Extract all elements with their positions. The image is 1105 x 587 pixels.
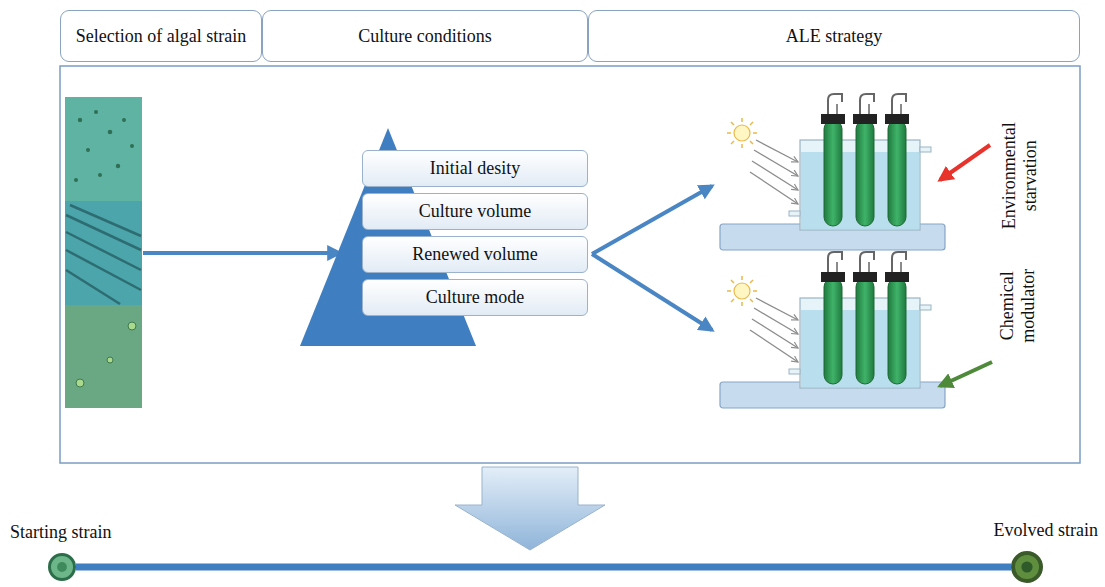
content-frame: [60, 66, 1080, 463]
strain-cell: Evolved strain: [1011, 551, 1043, 583]
cell-shape: [1011, 551, 1043, 583]
section-header: Culture conditions: [262, 10, 588, 62]
strategy-label: Chemical modulator: [997, 257, 1038, 353]
condition-box: Initial desity: [362, 150, 588, 187]
illustration-part: [66, 205, 141, 304]
pointer-arrow: [940, 362, 992, 386]
flow-arrow: [143, 251, 340, 255]
illustration-part: [98, 173, 102, 177]
illustration-part: [94, 110, 98, 114]
illustration-part: [65, 305, 142, 408]
strain-label: Starting strain: [10, 522, 112, 543]
condition-text: Renewed volume: [412, 244, 537, 265]
illustration-part: [78, 118, 82, 122]
flow-arrow: [592, 254, 712, 330]
condition-text: Culture mode: [426, 287, 524, 308]
section-header: Selection of algal strain: [60, 10, 262, 62]
illustration-part: [76, 322, 136, 387]
header-text: Culture conditions: [358, 26, 492, 47]
header-text: Selection of algal strain: [76, 26, 246, 47]
evolution-line: [76, 564, 1011, 571]
illustration-part: [74, 178, 78, 182]
down-arrow: [455, 467, 605, 550]
illustration-part: [108, 130, 113, 135]
strain-cell: Starting strain: [48, 553, 76, 581]
algae-micrographs: [65, 97, 142, 408]
illustration-part: [130, 144, 134, 148]
condition-box: Culture volume: [362, 193, 588, 230]
illustration-part: [76, 379, 84, 387]
illustration-part: [66, 250, 141, 290]
illustration-part: [66, 270, 120, 304]
illustration-part: [107, 357, 113, 363]
illustration-part: [116, 164, 120, 168]
cell-shape: [48, 553, 76, 581]
cell-nucleus: [1021, 561, 1032, 572]
illustration-part: [128, 322, 136, 330]
condition-text: Culture volume: [419, 201, 531, 222]
cell-body: [1013, 553, 1041, 581]
illustration-part: [66, 232, 141, 270]
condition-box: Culture mode: [362, 279, 588, 316]
illustration-part: [122, 118, 126, 122]
illustration-part: [86, 148, 90, 152]
pointer-arrow: [940, 145, 990, 180]
flow-arrow: [592, 186, 712, 254]
illustration-part: [65, 97, 142, 201]
header-text: ALE strategy: [786, 26, 882, 47]
illustration-part: [65, 201, 142, 305]
illustration-part: [70, 205, 141, 236]
cell-body: [50, 555, 75, 580]
condition-text: Initial desity: [430, 158, 520, 179]
cell-nucleus: [57, 562, 67, 572]
strategy-label: Environmental starvation: [999, 119, 1040, 231]
strain-label: Evolved strain: [994, 520, 1098, 541]
photobioreactor: [720, 94, 945, 250]
section-header: ALE strategy: [588, 10, 1080, 62]
photobioreactor: [720, 252, 945, 408]
illustration-part: [74, 110, 134, 182]
condition-box: Renewed volume: [362, 236, 588, 273]
